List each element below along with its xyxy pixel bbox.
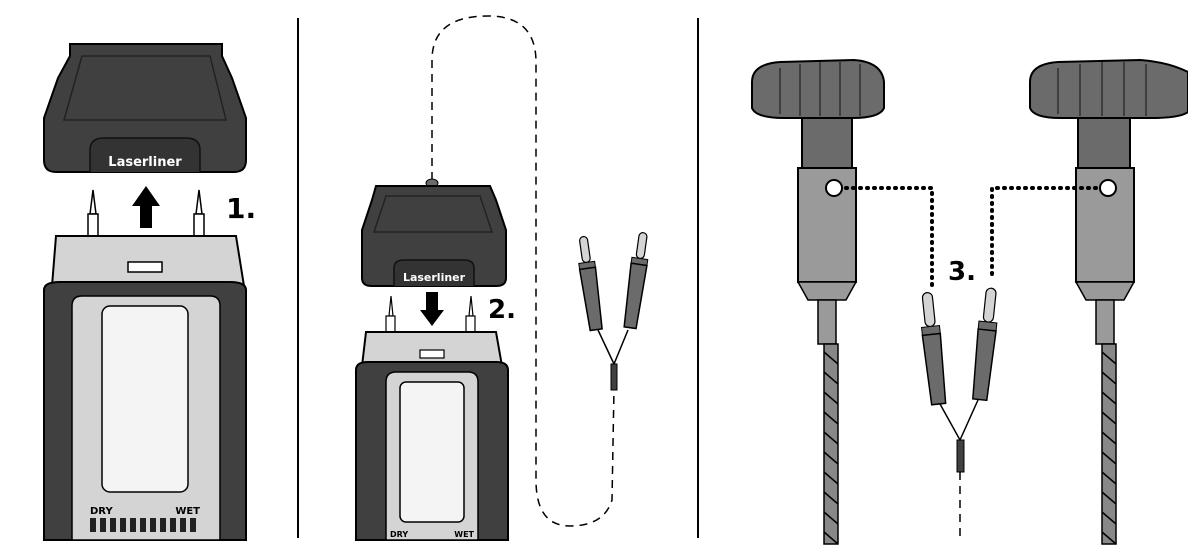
protective-cap: Laserliner — [361, 178, 507, 287]
test-probes — [578, 232, 649, 391]
electrode-left — [751, 58, 885, 545]
scale-label-dry: DRY — [90, 506, 113, 517]
moisture-meter: DRY WET — [43, 235, 247, 541]
scale-label-wet: WET — [175, 506, 200, 517]
socket-hole — [825, 179, 843, 197]
measuring-pins — [385, 295, 476, 333]
protective-cap: Laserliner — [43, 43, 247, 173]
connection-dotted-line-left — [844, 186, 934, 288]
electrode-right — [1029, 58, 1188, 545]
scale-label-dry: DRY — [390, 530, 408, 539]
arrow-up-icon — [132, 186, 160, 228]
panel-1: Laserliner 1. DRY WET — [43, 43, 256, 541]
display-screen — [101, 305, 189, 493]
panel-3: 3. — [751, 58, 1188, 545]
connection-dotted-line-right — [990, 186, 1098, 282]
socket-hole — [1099, 179, 1117, 197]
dashed-cable — [431, 15, 615, 527]
step-label-2: 2. — [488, 295, 516, 325]
scale-label-wet: WET — [454, 530, 474, 539]
led-scale — [90, 518, 196, 532]
moisture-meter: DRY WET — [355, 331, 509, 541]
step-label-3: 3. — [948, 257, 976, 287]
panel-2: Laserliner 2. DRY WET — [355, 15, 649, 541]
arrow-down-icon — [420, 292, 444, 326]
cap-brand-label: Laserliner — [108, 155, 182, 170]
display-screen — [399, 381, 465, 523]
cap-brand-label: Laserliner — [403, 271, 466, 284]
step-label-1: 1. — [226, 192, 256, 225]
test-probes — [921, 287, 998, 540]
